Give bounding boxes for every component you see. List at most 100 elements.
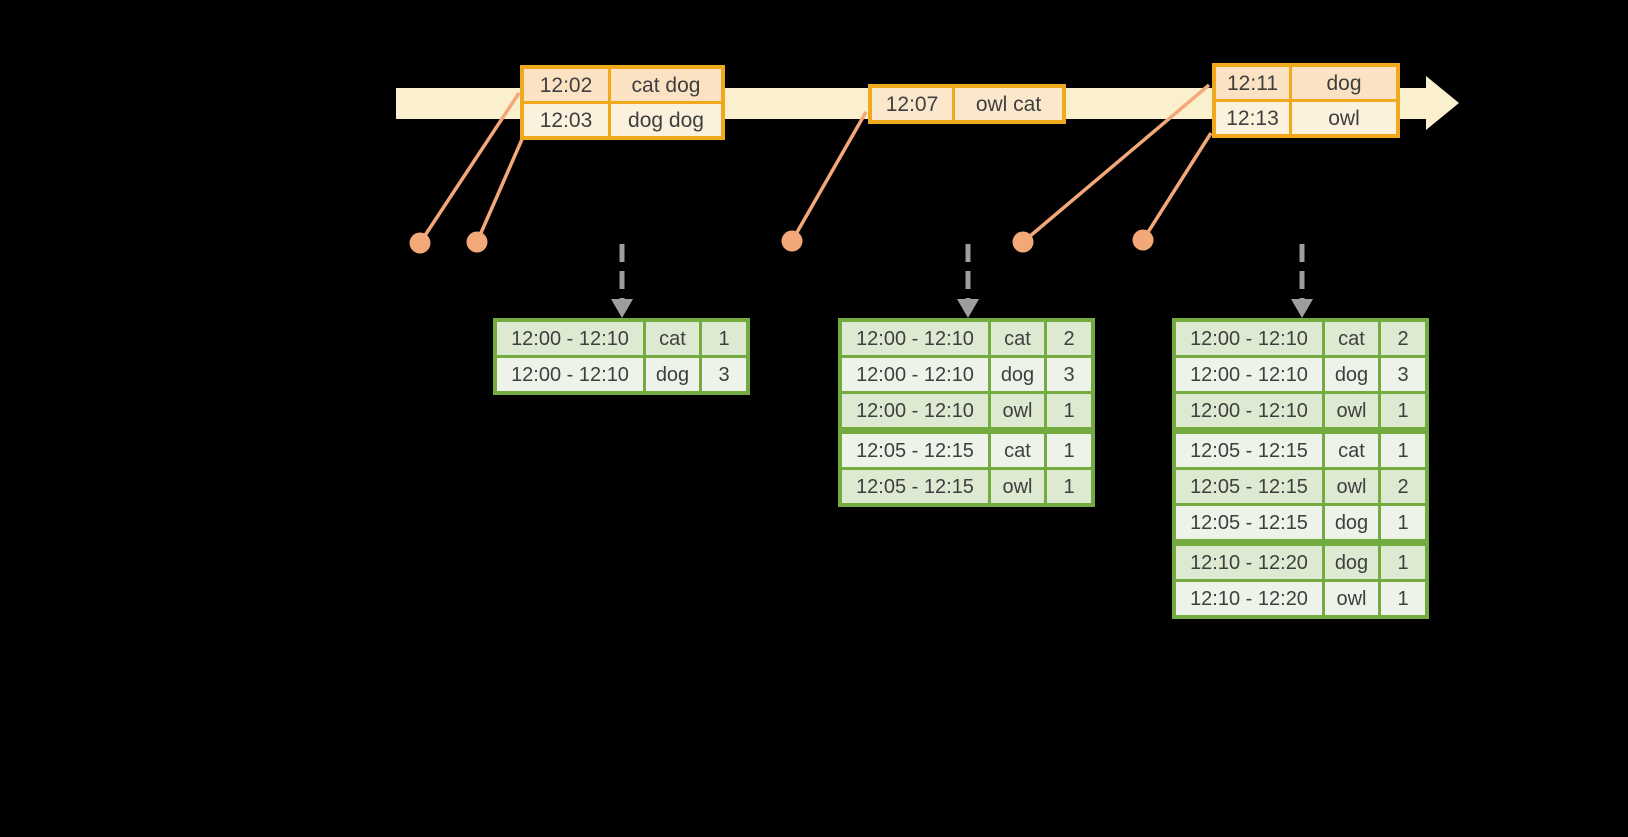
window-cell: 12:00 - 12:10 — [497, 358, 643, 391]
window-group: 12:00 - 12:10 cat 1 12:00 - 12:10 dog 3 — [497, 322, 746, 391]
event-time-cell: 12:02 — [524, 69, 608, 101]
trigger-arrowhead-icon — [611, 299, 633, 318]
window-cell: 12:00 - 12:10 — [842, 394, 988, 427]
event-connector-line — [1141, 132, 1213, 241]
trigger-arrowhead-icon — [957, 299, 979, 318]
result-row: 12:00 - 12:10 cat 2 — [1176, 322, 1425, 355]
result-row: 12:00 - 12:10 owl 1 — [1176, 394, 1425, 427]
word-cell: owl — [991, 394, 1044, 427]
event-words-cell: owl cat — [955, 88, 1062, 120]
event-row: 12:13 owl — [1216, 102, 1396, 134]
event-row: 12:11 dog — [1216, 67, 1396, 99]
event-connector-line — [790, 111, 868, 242]
result-row: 12:00 - 12:10 cat 1 — [497, 322, 746, 355]
window-cell: 12:00 - 12:10 — [1176, 394, 1322, 427]
result-row: 12:05 - 12:15 owl 2 — [1176, 470, 1425, 503]
result-row: 12:00 - 12:10 dog 3 — [842, 358, 1091, 391]
window-group: 12:10 - 12:20 dog 1 12:10 - 12:20 owl 1 — [1176, 546, 1425, 615]
word-cell: owl — [1325, 470, 1378, 503]
result-row: 12:05 - 12:15 cat 1 — [1176, 434, 1425, 467]
window-cell: 12:00 - 12:10 — [842, 322, 988, 355]
count-cell: 2 — [1381, 322, 1425, 355]
count-cell: 1 — [1381, 506, 1425, 539]
event-dot-icon — [781, 230, 803, 252]
count-cell: 3 — [1047, 358, 1091, 391]
word-cell: owl — [991, 470, 1044, 503]
event-connector-line — [475, 136, 525, 243]
window-cell: 12:00 - 12:10 — [497, 322, 643, 355]
event-words-cell: owl — [1292, 102, 1396, 134]
window-cell: 12:00 - 12:10 — [1176, 358, 1322, 391]
event-dot-icon — [1132, 229, 1154, 251]
result-row: 12:10 - 12:20 dog 1 — [1176, 546, 1425, 579]
count-cell: 2 — [1381, 470, 1425, 503]
window-cell: 12:05 - 12:15 — [1176, 434, 1322, 467]
event-table-2: 12:07 owl cat — [868, 84, 1066, 124]
event-words-cell: cat dog — [611, 69, 721, 101]
event-dot-icon — [1012, 231, 1034, 253]
event-row: 12:02 cat dog — [524, 69, 721, 101]
word-cell: dog — [1325, 358, 1378, 391]
event-table-1: 12:02 cat dog 12:03 dog dog — [520, 65, 725, 140]
result-row: 12:00 - 12:10 cat 2 — [842, 322, 1091, 355]
word-cell: owl — [1325, 582, 1378, 615]
word-cell: owl — [1325, 394, 1378, 427]
window-cell: 12:05 - 12:15 — [1176, 470, 1322, 503]
window-group: 12:05 - 12:15 cat 1 12:05 - 12:15 owl 1 — [842, 434, 1091, 503]
count-cell: 1 — [1381, 434, 1425, 467]
window-group: 12:00 - 12:10 cat 2 12:00 - 12:10 dog 3 … — [1176, 322, 1425, 427]
window-cell: 12:00 - 12:10 — [1176, 322, 1322, 355]
count-cell: 1 — [1381, 582, 1425, 615]
word-cell: cat — [1325, 322, 1378, 355]
result-table-2: 12:00 - 12:10 cat 2 12:00 - 12:10 dog 3 … — [838, 318, 1095, 507]
event-words-cell: dog — [1292, 67, 1396, 99]
word-cell: cat — [991, 434, 1044, 467]
word-cell: dog — [991, 358, 1044, 391]
count-cell: 1 — [702, 322, 746, 355]
result-table-1: 12:00 - 12:10 cat 1 12:00 - 12:10 dog 3 — [493, 318, 750, 395]
result-row: 12:05 - 12:15 owl 1 — [842, 470, 1091, 503]
window-group: 12:00 - 12:10 cat 2 12:00 - 12:10 dog 3 … — [842, 322, 1091, 427]
window-cell: 12:10 - 12:20 — [1176, 546, 1322, 579]
event-dot-icon — [409, 232, 431, 254]
word-cell: dog — [1325, 546, 1378, 579]
count-cell: 3 — [1381, 358, 1425, 391]
result-row: 12:00 - 12:10 owl 1 — [842, 394, 1091, 427]
event-time-cell: 12:07 — [872, 88, 952, 120]
result-row: 12:00 - 12:10 dog 3 — [1176, 358, 1425, 391]
window-cell: 12:00 - 12:10 — [842, 358, 988, 391]
trigger-arrowhead-icon — [1291, 299, 1313, 318]
window-cell: 12:05 - 12:15 — [842, 434, 988, 467]
count-cell: 1 — [1381, 546, 1425, 579]
event-connector-line — [418, 92, 521, 244]
window-cell: 12:10 - 12:20 — [1176, 582, 1322, 615]
word-cell: cat — [991, 322, 1044, 355]
count-cell: 3 — [702, 358, 746, 391]
result-row: 12:10 - 12:20 owl 1 — [1176, 582, 1425, 615]
timeline-arrowhead-icon — [1426, 76, 1459, 130]
window-cell: 12:05 - 12:15 — [842, 470, 988, 503]
event-table-3: 12:11 dog 12:13 owl — [1212, 63, 1400, 138]
count-cell: 1 — [1047, 394, 1091, 427]
event-time-cell: 12:03 — [524, 104, 608, 136]
event-row: 12:07 owl cat — [872, 88, 1062, 120]
result-row: 12:05 - 12:15 cat 1 — [842, 434, 1091, 467]
window-group: 12:05 - 12:15 cat 1 12:05 - 12:15 owl 2 … — [1176, 434, 1425, 539]
word-cell: dog — [1325, 506, 1378, 539]
window-cell: 12:05 - 12:15 — [1176, 506, 1322, 539]
word-cell: cat — [646, 322, 699, 355]
word-cell: cat — [1325, 434, 1378, 467]
result-row: 12:00 - 12:10 dog 3 — [497, 358, 746, 391]
result-table-3: 12:00 - 12:10 cat 2 12:00 - 12:10 dog 3 … — [1172, 318, 1429, 619]
count-cell: 1 — [1047, 470, 1091, 503]
word-cell: dog — [646, 358, 699, 391]
event-words-cell: dog dog — [611, 104, 721, 136]
count-cell: 1 — [1047, 434, 1091, 467]
event-dot-icon — [466, 231, 488, 253]
count-cell: 2 — [1047, 322, 1091, 355]
event-time-cell: 12:13 — [1216, 102, 1289, 134]
event-time-cell: 12:11 — [1216, 67, 1289, 99]
event-connector-line — [1021, 83, 1211, 244]
event-row: 12:03 dog dog — [524, 104, 721, 136]
